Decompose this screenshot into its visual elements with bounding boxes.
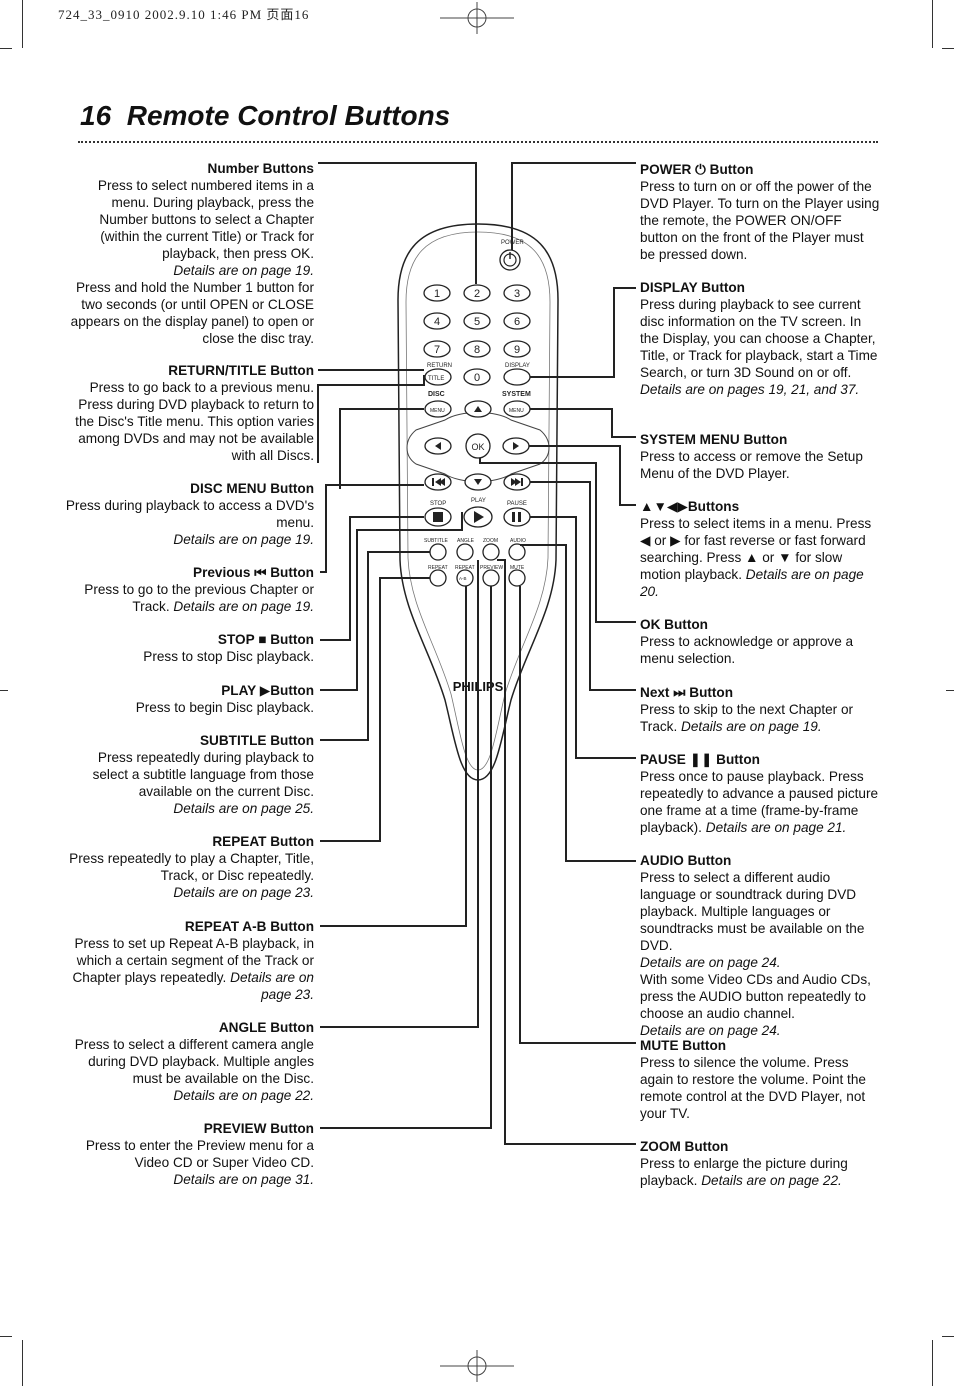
crop-mark (0, 690, 8, 691)
svg-text:MENU: MENU (509, 408, 524, 414)
audio-button[interactable] (508, 543, 526, 561)
zoom-button[interactable] (482, 543, 500, 561)
arrow-buttons-desc: ▲▼◀▶Buttons Press to select items in a m… (640, 499, 872, 599)
crop-mark (22, 1340, 23, 1386)
svg-text:DISPLAY: DISPLAY (505, 363, 530, 369)
mute-button[interactable] (508, 569, 526, 587)
repeat-ab-button[interactable]: A-B (456, 569, 474, 587)
subtitle-desc: SUBTITLE Button Press repeatedly during … (92, 733, 314, 816)
svg-text:A-B: A-B (459, 576, 467, 581)
svg-text:TITLE: TITLE (428, 376, 444, 382)
crop-mark (0, 1336, 12, 1337)
digit-button[interactable]: 7 (423, 340, 451, 358)
title-divider (78, 141, 878, 143)
crop-mark (0, 48, 12, 49)
svg-text:2: 2 (474, 288, 480, 300)
zoom-desc: ZOOM Button Press to enlarge the picture… (640, 1139, 848, 1188)
next-desc: Next ⏭ Button Press to skip to the next … (640, 685, 854, 734)
angle-button[interactable] (456, 543, 474, 561)
ok-desc: OK Button Press to acknowledge or approv… (640, 617, 854, 666)
svg-text:PAUSE: PAUSE (507, 501, 527, 507)
repeat-ab-desc: REPEAT A-B Button Press to set up Repeat… (72, 919, 314, 1002)
digit-button[interactable]: 4 (423, 312, 451, 330)
audio-desc: AUDIO Button Press to select a different… (640, 853, 871, 1038)
digit-button[interactable]: 1 (423, 284, 451, 302)
digit-button[interactable]: 2 (463, 284, 491, 302)
digit-button[interactable]: 6 (503, 312, 531, 330)
ok-button[interactable]: OK (465, 433, 491, 459)
digit-button[interactable]: 9 (503, 340, 531, 358)
svg-text:SUBTITLE: SUBTITLE (424, 538, 449, 544)
digit-button[interactable]: 5 (463, 312, 491, 330)
play-desc: PLAY ▶Button Press to begin Disc playbac… (135, 683, 314, 715)
mute-desc: MUTE Button Press to silence the volume.… (640, 1038, 866, 1121)
stop-desc: STOP ■ Button Press to stop Disc playbac… (143, 632, 314, 664)
number-buttons-desc: Number Buttons Press to select numbered … (70, 161, 314, 346)
page-title: 16 Remote Control Buttons (80, 100, 451, 131)
svg-text:ANGLE: ANGLE (457, 538, 475, 544)
crop-mark (22, 0, 23, 48)
disc-menu-button[interactable]: MENU (424, 400, 452, 418)
svg-text:0: 0 (474, 372, 480, 384)
svg-text:MUTE: MUTE (510, 565, 525, 571)
svg-text:3: 3 (514, 288, 520, 300)
next-button[interactable] (503, 473, 531, 491)
svg-text:PREVIEW: PREVIEW (480, 565, 503, 571)
down-arrow-button[interactable] (464, 473, 492, 491)
svg-text:4: 4 (434, 316, 440, 328)
digit-button[interactable]: 8 (463, 340, 491, 358)
crop-mark (946, 690, 954, 691)
svg-text:9: 9 (514, 344, 520, 356)
crop-mark (942, 1336, 954, 1337)
svg-text:1: 1 (434, 288, 440, 300)
disc-menu-desc: DISC MENU Button Press during playback t… (65, 481, 314, 547)
number-buttons: 1 2 3 4 5 6 7 8 9 0 (423, 284, 531, 386)
left-arrow-button[interactable] (424, 437, 452, 455)
stop-button[interactable] (424, 507, 452, 527)
svg-text:DISC: DISC (428, 391, 445, 398)
crop-mark (942, 48, 954, 49)
power-desc: POWER ⏻ Button Press to turn on or off t… (640, 162, 880, 262)
power-button[interactable] (499, 249, 521, 271)
svg-text:SYSTEM: SYSTEM (502, 391, 531, 398)
svg-text:REPEAT: REPEAT (455, 565, 475, 571)
play-button[interactable] (463, 506, 493, 528)
title-button[interactable]: TITLE (424, 368, 452, 386)
svg-text:PLAY: PLAY (471, 498, 486, 504)
pause-desc: PAUSE ❚❚ Button Press once to pause play… (640, 752, 879, 835)
svg-text:6: 6 (514, 316, 520, 328)
svg-text:OK: OK (471, 442, 484, 452)
svg-text:ZOOM: ZOOM (483, 538, 498, 544)
return-title-desc: RETURN/TITLE Button Press to go back to … (75, 363, 314, 463)
system-menu-desc: SYSTEM MENU Button Press to access or re… (640, 432, 863, 481)
svg-text:MENU: MENU (430, 408, 445, 414)
svg-text:STOP: STOP (430, 501, 446, 507)
digit-button[interactable]: 3 (503, 284, 531, 302)
svg-text:AUDIO: AUDIO (510, 538, 526, 544)
preview-desc: PREVIEW Button Press to enter the Previe… (85, 1121, 314, 1187)
svg-text:5: 5 (474, 316, 480, 328)
svg-text:REPEAT: REPEAT (428, 565, 448, 571)
crop-mark (932, 1340, 933, 1386)
repeat-desc: REPEAT Button Press repeatedly to play a… (69, 834, 314, 900)
up-arrow-button[interactable] (464, 400, 492, 418)
display-desc: DISPLAY Button Press during playback to … (640, 280, 878, 397)
svg-text:7: 7 (434, 344, 440, 356)
previous-desc: Previous ⏮ Button Press to go to the pre… (84, 565, 314, 614)
svg-text:RETURN: RETURN (427, 363, 452, 369)
digit-button[interactable]: 0 (463, 368, 491, 386)
angle-desc: ANGLE Button Press to select a different… (74, 1020, 314, 1103)
right-arrow-button[interactable] (502, 437, 530, 455)
svg-text:8: 8 (474, 344, 480, 356)
crop-mark (932, 0, 933, 48)
print-header: 724_33_0910 2002.9.10 1:46 PM 页面16 (58, 7, 310, 22)
previous-button[interactable] (424, 473, 452, 491)
